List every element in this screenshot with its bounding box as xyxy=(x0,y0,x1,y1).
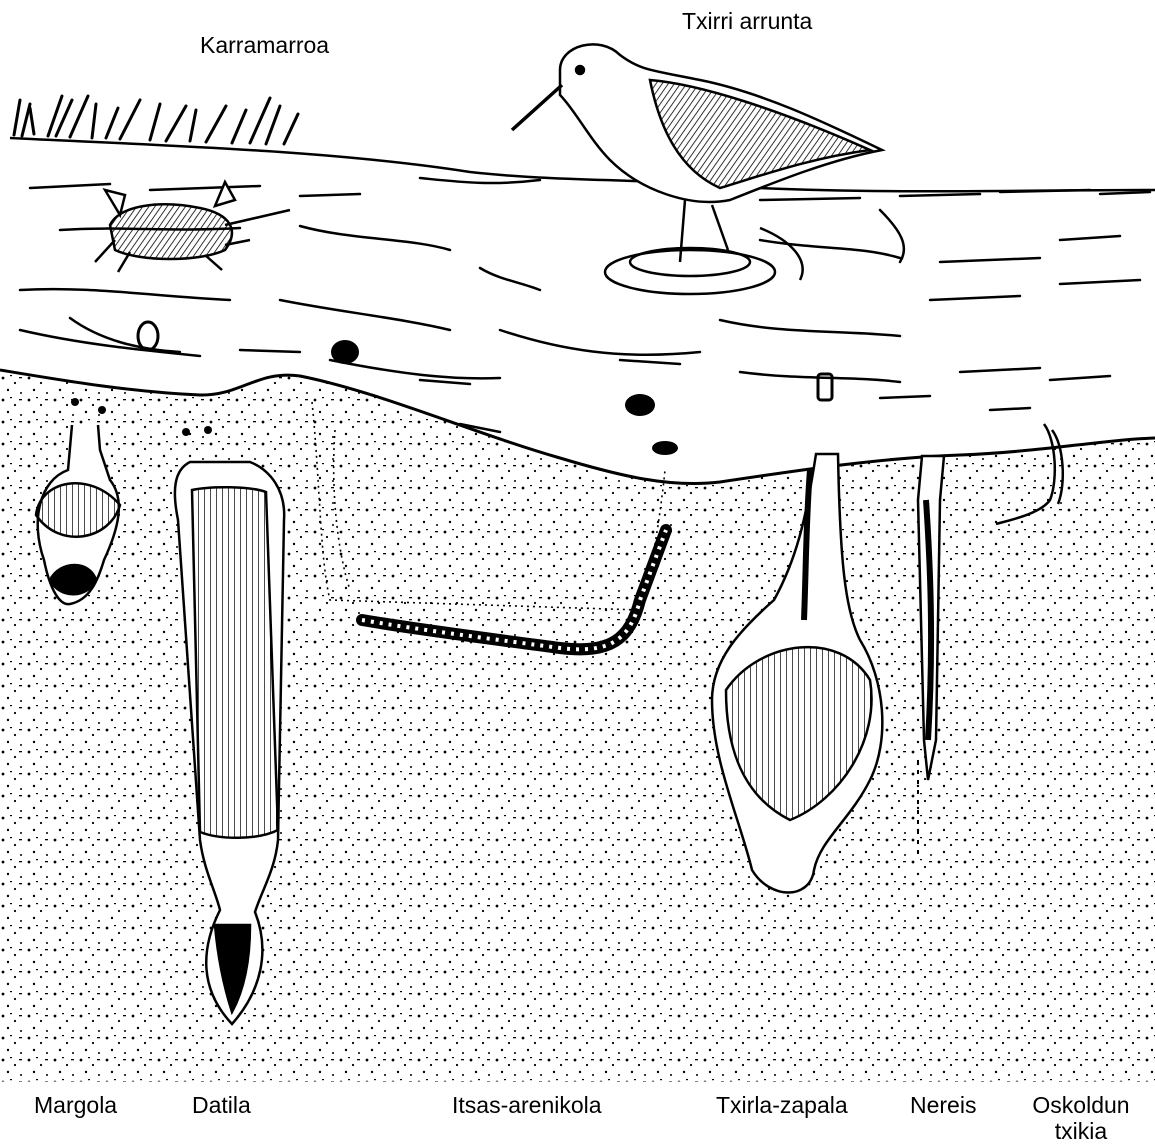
grass-tufts xyxy=(14,96,298,144)
label-nereis: Nereis xyxy=(910,1092,976,1118)
label-itsas-arenikola: Itsas-arenikola xyxy=(452,1092,602,1118)
label-karramarroa: Karramarroa xyxy=(200,32,329,58)
label-datila: Datila xyxy=(192,1092,251,1118)
label-oskoldun-line2: txikia xyxy=(1022,1118,1140,1144)
sand-substrate xyxy=(0,370,1155,1082)
sandpiper-bird-illustration xyxy=(512,44,882,262)
label-oskoldun-line1: Oskoldun xyxy=(1022,1092,1140,1118)
crab-illustration xyxy=(95,182,290,272)
label-margola: Margola xyxy=(34,1092,117,1118)
label-txirri-arrunta: Txirri arrunta xyxy=(682,8,812,34)
label-oskoldun-txikia: Oskoldun txikia xyxy=(1022,1092,1140,1144)
water-rings-around-bird xyxy=(605,228,803,294)
shore-ridge-line xyxy=(10,138,1155,191)
label-txirla-zapala: Txirla-zapala xyxy=(716,1092,848,1118)
